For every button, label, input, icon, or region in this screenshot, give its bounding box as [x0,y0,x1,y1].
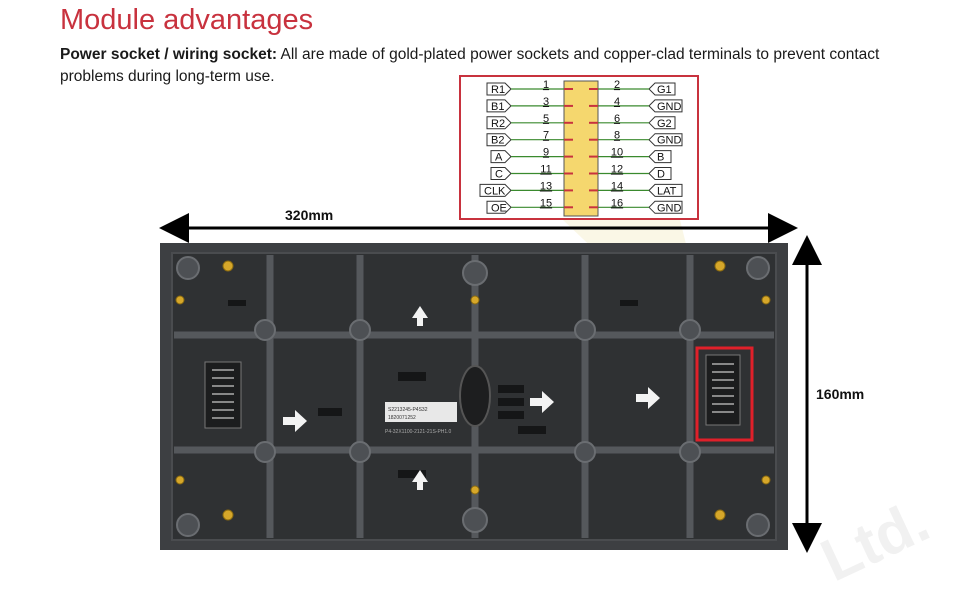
pin-label-left: OE [491,202,507,214]
width-label: 320mm [285,207,334,223]
pin-label-right: LAT [657,185,677,197]
board-frame [160,243,788,550]
pin-label-left: B2 [491,135,504,147]
pin-number-left: 15 [540,197,552,209]
pin-label-box-right [648,200,683,214]
pin-label-box-right [648,82,676,96]
zoom-beam [563,220,730,420]
pin-label-box-right [648,133,683,147]
description: Power socket / wiring socket: All are ma… [60,44,920,88]
pin-label-box-left [486,116,512,130]
pin-label-box-right [648,167,672,180]
pin-label-box-left [486,82,512,96]
pin-label-box-left [486,200,512,214]
connector-highlight [695,346,754,442]
pin-label-left: C [495,169,503,181]
arrow-right-icon [530,391,554,413]
pin-label-left: R2 [491,118,505,130]
connector-body [563,80,599,217]
pin-number-right: 2 [614,79,620,91]
description-text: All are made of gold-plated power socket… [60,46,880,85]
pin-number-left: 9 [543,147,549,159]
pin-number-right: 14 [611,180,623,192]
pcb-text: P4-32X1100-2121-21S-PH1.0 [385,429,452,435]
page-title: Module advantages [60,4,314,36]
pin-label-box-right [648,116,676,130]
pin-label-box-left [479,183,512,197]
board-sticker [385,402,457,422]
pin-label-box-right [648,99,683,113]
arrow-right-icon [636,387,660,409]
watermark: Ltd. [811,486,940,595]
pin-label-left: CLK [484,185,506,197]
pin-number-right: 12 [611,164,623,176]
pin-number-left: 13 [540,180,552,192]
right-connector [705,354,741,426]
pin-number-right: 16 [611,197,623,209]
pin-label-left: B1 [491,101,504,113]
arrow-right-icon [283,410,307,432]
sticker-line2: 1820071252 [388,415,416,421]
pin-number-right: 8 [614,130,620,142]
pin-label-left: A [495,152,503,164]
description-heading: Power socket / wiring socket: [60,46,278,63]
pin-label-box-left [490,150,512,164]
led-module-board: S2213245-P4S32 1820071252 P4-32X1100-212… [160,243,788,550]
pin-label-left: R1 [491,84,505,96]
pin-label-right: GND [657,135,682,147]
pin-number-right: 10 [611,147,623,159]
pin-label-right: B [657,152,664,164]
pin-number-left: 11 [540,164,551,176]
pin-label-box-right [648,183,683,197]
height-label: 160mm [816,386,865,402]
arrow-up-icon [412,470,428,490]
pin-label-right: GND [657,202,682,214]
pin-number-left: 1 [543,79,549,91]
pin-label-box-left [486,133,512,147]
pin-number-right: 6 [614,113,620,125]
pin-number-right: 4 [614,96,620,108]
board-inner [171,252,777,541]
pin-label-box-right [648,150,672,164]
pin-label-right: D [657,169,665,181]
left-connector [204,361,242,429]
pin-label-box-left [486,99,512,113]
pin-label-right: G2 [657,118,672,130]
sticker-line1: S2213245-P4S32 [388,407,428,413]
pin-number-left: 7 [543,130,549,142]
pin-label-right: GND [657,101,682,113]
pin-number-left: 3 [543,96,549,108]
pin-number-left: 5 [543,113,549,125]
arrow-up-icon [412,306,428,326]
pin-label-right: G1 [657,84,672,96]
pin-label-box-left [490,167,512,180]
